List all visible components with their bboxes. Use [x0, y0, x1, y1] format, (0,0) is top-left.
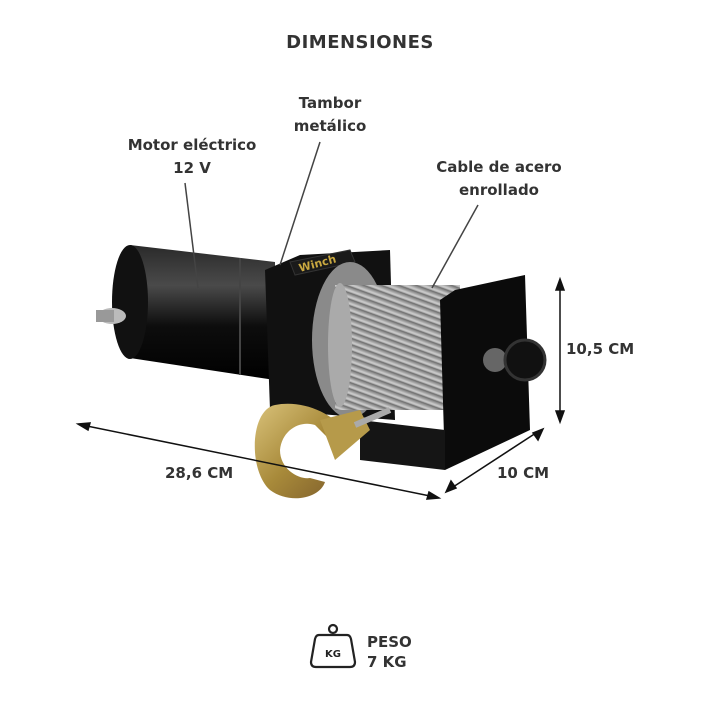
cable-leader-line [431, 204, 479, 289]
cable-callout-line1: Cable de acero [436, 158, 562, 176]
cable-drum [312, 262, 460, 418]
drum-callout: Tambor metálico [294, 92, 367, 138]
length-dimension-arrow [75, 422, 442, 500]
motor-callout-line1: Motor eléctrico [127, 136, 257, 154]
length-label: 28,6 CM [165, 464, 234, 482]
motor-leader-line [184, 182, 199, 289]
motor-callout-line2: 12 V [173, 159, 211, 177]
end-plate [360, 275, 547, 470]
weight-label: PESO [367, 633, 412, 651]
weight-kg-icon: KG [309, 623, 357, 669]
weight-value: 7 KG [367, 653, 407, 671]
drum-leader-line [279, 141, 321, 266]
motor-callout: Motor eléctrico 12 V [128, 134, 257, 180]
hook [254, 403, 392, 499]
weight-icon-text: KG [325, 649, 341, 660]
height-dimension-arrow [554, 276, 566, 425]
drum-callout-line1: Tambor [298, 94, 362, 112]
page-title: DIMENSIONES [286, 32, 434, 53]
cable-callout: Cable de acero enrollado [436, 156, 561, 202]
width-label: 10 CM [497, 464, 550, 482]
weight-info: PESO 7 KG [367, 632, 412, 672]
cable-callout-line2: enrollado [458, 181, 539, 199]
drum-callout-line2: metálico [293, 117, 367, 135]
height-label: 10,5 CM [566, 340, 635, 358]
electric-motor [96, 245, 275, 380]
width-dimension-arrow [444, 427, 545, 494]
